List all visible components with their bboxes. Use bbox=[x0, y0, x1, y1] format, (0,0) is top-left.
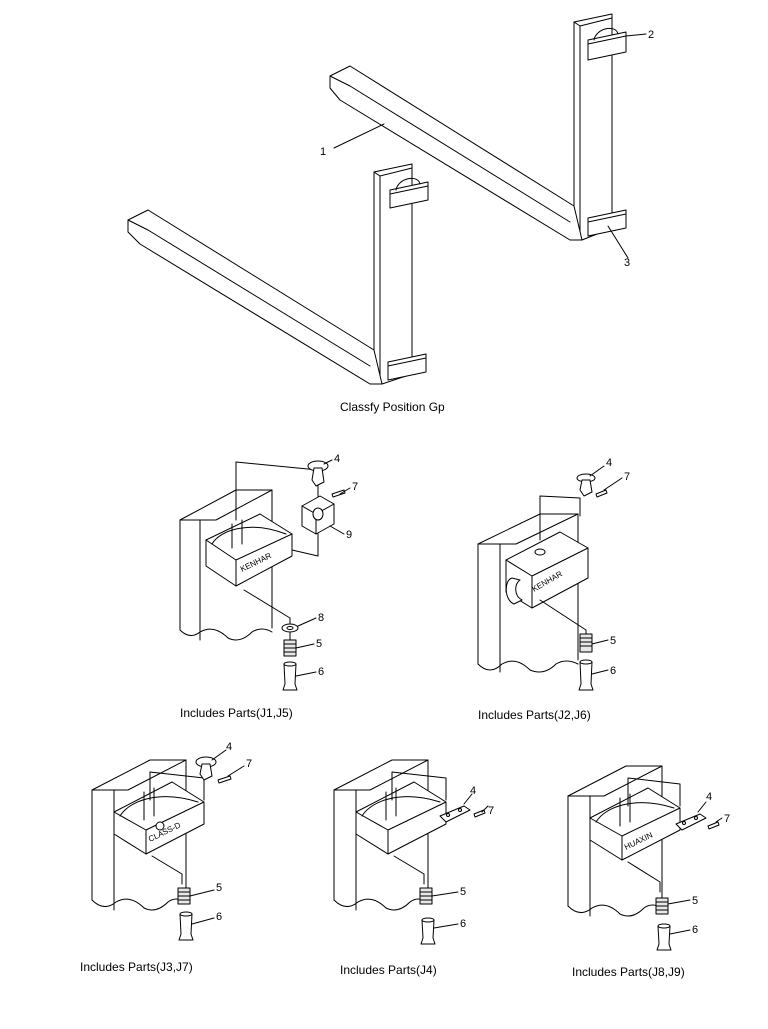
callout-b-7: 7 bbox=[624, 471, 630, 483]
callout-1: 1 bbox=[320, 146, 326, 158]
callout-b-6: 6 bbox=[610, 665, 616, 677]
leader-1 bbox=[333, 123, 385, 149]
caption-b: Includes Parts(J2,J6) bbox=[478, 708, 591, 722]
callout-c-7: 7 bbox=[246, 758, 252, 770]
callout-b-5: 5 bbox=[610, 635, 616, 647]
callout-a-9: 9 bbox=[346, 529, 352, 541]
caption-e: Includes Parts(J8,J9) bbox=[572, 965, 685, 979]
fork-front bbox=[127, 163, 429, 385]
detail-b: KENHAR 4 7 5 6 bbox=[477, 457, 630, 691]
leader-2 bbox=[625, 33, 647, 37]
callout-3: 3 bbox=[624, 257, 630, 269]
callout-d-7: 7 bbox=[488, 805, 494, 817]
fork-back bbox=[329, 13, 627, 241]
detail-e: HUAXIN 4 7 5 6 bbox=[567, 765, 730, 951]
detail-a: KENHAR 4 7 9 8 5 bbox=[179, 453, 358, 691]
caption-c: Includes Parts(J3,J7) bbox=[80, 960, 193, 974]
callout-d-4: 4 bbox=[470, 785, 476, 797]
detail-d: 4 7 5 6 bbox=[333, 759, 494, 945]
callout-a-6: 6 bbox=[318, 666, 324, 678]
callout-b-4: 4 bbox=[606, 457, 612, 469]
callout-c-5: 5 bbox=[216, 882, 222, 894]
callout-c-4: 4 bbox=[226, 741, 232, 753]
callout-a-7: 7 bbox=[352, 481, 358, 493]
leader-3 bbox=[607, 225, 629, 259]
caption-d: Includes Parts(J4) bbox=[340, 963, 437, 977]
caption-a: Includes Parts(J1,J5) bbox=[180, 706, 293, 720]
callout-e-7: 7 bbox=[724, 813, 730, 825]
callout-e-4: 4 bbox=[706, 791, 712, 803]
detail-c: CLASS-D 4 7 5 6 bbox=[91, 741, 252, 941]
callout-d-5: 5 bbox=[460, 886, 466, 898]
callout-d-6: 6 bbox=[460, 918, 466, 930]
callout-e-6: 6 bbox=[692, 924, 698, 936]
callout-e-5: 5 bbox=[692, 895, 698, 907]
main-caption: Classfy Position Gp bbox=[340, 400, 445, 414]
callout-a-8: 8 bbox=[318, 612, 324, 624]
callout-2: 2 bbox=[648, 29, 654, 41]
callout-a-4: 4 bbox=[334, 453, 340, 465]
callout-c-6: 6 bbox=[216, 911, 222, 923]
callout-a-5: 5 bbox=[316, 638, 322, 650]
